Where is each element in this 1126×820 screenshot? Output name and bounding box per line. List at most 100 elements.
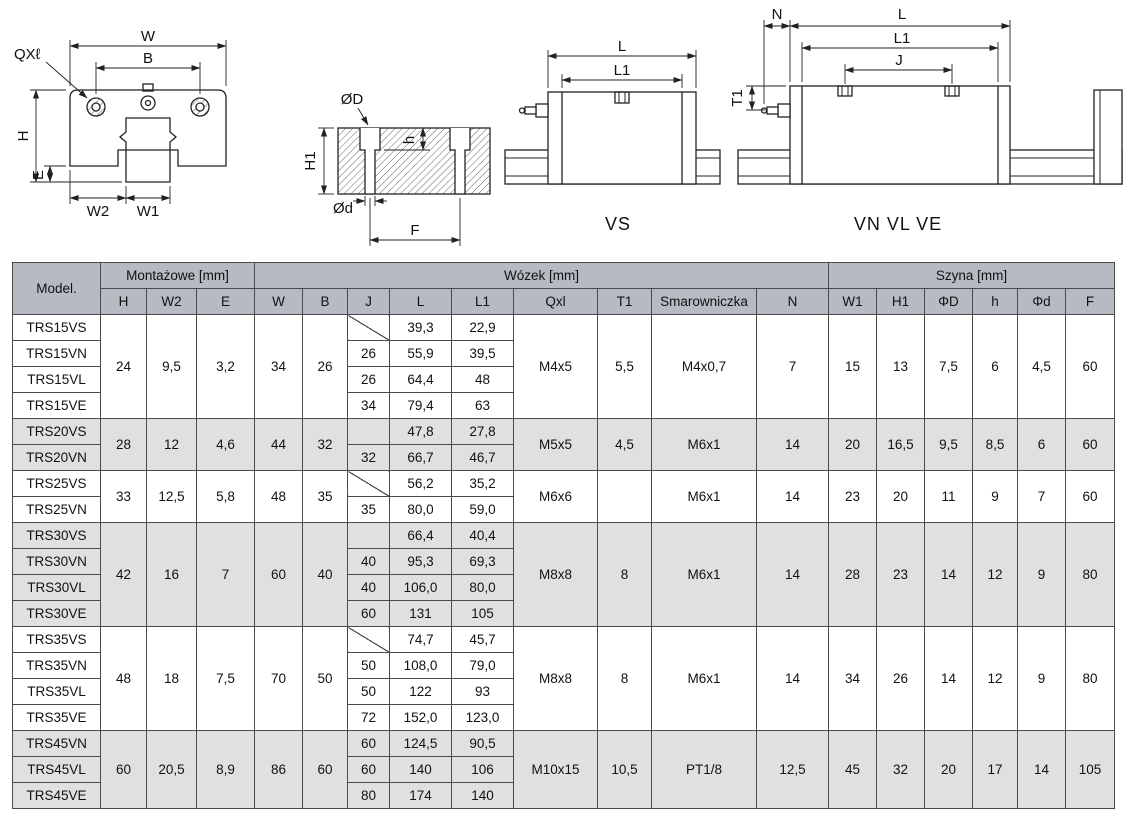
merged-spec-cell: 8,9 bbox=[195, 730, 256, 809]
rail-end-block bbox=[1093, 89, 1123, 185]
spec-cell: 108,0 bbox=[389, 652, 453, 679]
merged-spec-cell: 33 bbox=[100, 470, 147, 523]
dim-label-l1: L1 bbox=[894, 30, 911, 47]
merged-spec-cell: M6x1 bbox=[651, 626, 758, 731]
header-col-L: L bbox=[389, 288, 453, 315]
spec-cell: 46,7 bbox=[451, 444, 515, 471]
merged-spec-cell: 10,5 bbox=[597, 730, 653, 809]
model-cell: TRS35VN bbox=[12, 652, 101, 679]
merged-spec-cell: M6x1 bbox=[651, 418, 758, 471]
carriage-side bbox=[547, 91, 697, 185]
merged-spec-cell: 28 bbox=[828, 522, 878, 627]
merged-spec-cell: 14 bbox=[1017, 730, 1067, 809]
dim-label-h-small: h bbox=[401, 136, 418, 144]
merged-spec-cell: M6x1 bbox=[651, 470, 758, 523]
merged-spec-cell: 50 bbox=[302, 626, 349, 731]
spec-cell: 26 bbox=[347, 366, 391, 393]
grease-nipple-icon bbox=[140, 95, 156, 111]
spec-cell: 27,8 bbox=[451, 418, 515, 445]
merged-spec-cell: 14 bbox=[756, 626, 830, 731]
merged-spec-cell: 14 bbox=[924, 626, 974, 731]
merged-spec-cell: 26 bbox=[876, 626, 926, 731]
model-cell: TRS15VS bbox=[12, 314, 101, 341]
header-col-Qxl: Qxl bbox=[513, 288, 599, 315]
technical-drawings-area: W B QXℓ H E W2 W1 ØD bbox=[0, 0, 1126, 260]
dim-label-b: B bbox=[143, 50, 153, 67]
spec-cell: 60 bbox=[347, 600, 391, 627]
grease-nipple-icon bbox=[777, 103, 791, 118]
grease-nipple-icon bbox=[760, 107, 768, 114]
merged-spec-cell: 12 bbox=[972, 522, 1019, 627]
spec-cell: 45,7 bbox=[451, 626, 515, 653]
carriage-front-outline bbox=[69, 89, 227, 167]
spec-cell: 35 bbox=[347, 496, 391, 523]
merged-spec-cell: 15 bbox=[828, 314, 878, 419]
header-group-2: Szyna [mm] bbox=[828, 262, 1116, 289]
merged-spec-cell: 4,5 bbox=[597, 418, 653, 471]
vn-view-drawing: N L L1 J T1 VN VL VE bbox=[729, 6, 1123, 234]
spec-cell: 90,5 bbox=[451, 730, 515, 757]
merged-spec-cell: 7,5 bbox=[195, 626, 256, 731]
no-value-cell bbox=[347, 470, 391, 497]
mounting-hole-icon bbox=[359, 128, 381, 195]
spec-cell: 80 bbox=[347, 782, 391, 809]
dim-label-l: L bbox=[618, 38, 626, 55]
merged-spec-cell: 12 bbox=[972, 626, 1019, 731]
header-col-Smarowniczka: Smarowniczka bbox=[651, 288, 758, 315]
grease-nipple-icon bbox=[142, 83, 154, 92]
merged-spec-cell: 7,5 bbox=[924, 314, 974, 419]
model-cell: TRS45VE bbox=[12, 782, 101, 809]
spec-cell: 56,2 bbox=[389, 470, 453, 497]
spec-cell: 59,0 bbox=[451, 496, 515, 523]
spec-cell: 55,9 bbox=[389, 340, 453, 367]
merged-spec-cell: 5,8 bbox=[195, 470, 256, 523]
header-model: Model. bbox=[12, 262, 101, 315]
merged-spec-cell: 8 bbox=[597, 626, 653, 731]
model-cell: TRS20VS bbox=[12, 418, 101, 445]
spec-cell: 47,8 bbox=[389, 418, 453, 445]
merged-spec-cell: 60 bbox=[254, 522, 304, 627]
spec-cell: 26 bbox=[347, 340, 391, 367]
merged-spec-cell: 8 bbox=[597, 522, 653, 627]
spec-cell: 105 bbox=[451, 600, 515, 627]
spec-cell: 140 bbox=[389, 756, 453, 783]
merged-spec-cell: 24 bbox=[100, 314, 147, 419]
header-col-T1: T1 bbox=[597, 288, 653, 315]
merged-spec-cell: 60 bbox=[302, 730, 349, 809]
merged-spec-cell: 12 bbox=[146, 418, 197, 471]
merged-spec-cell: M6x6 bbox=[513, 470, 599, 523]
grease-nipple-icon bbox=[535, 103, 549, 118]
spec-cell: 80,0 bbox=[389, 496, 453, 523]
header-col-H1: H1 bbox=[876, 288, 926, 315]
merged-spec-cell bbox=[597, 470, 653, 523]
merged-spec-cell: M8x8 bbox=[513, 522, 599, 627]
merged-spec-cell: 14 bbox=[756, 522, 830, 627]
model-cell: TRS45VL bbox=[12, 756, 101, 783]
merged-spec-cell: 60 bbox=[1065, 314, 1116, 419]
vn-caption: VN VL VE bbox=[854, 214, 942, 234]
spec-cell: 79,0 bbox=[451, 652, 515, 679]
spec-cell: 48 bbox=[451, 366, 515, 393]
vs-view-drawing: L L1 VS bbox=[504, 38, 721, 234]
spec-cell: 80,0 bbox=[451, 574, 515, 601]
merged-spec-cell: 34 bbox=[254, 314, 304, 419]
spec-cell: 72 bbox=[347, 704, 391, 731]
spec-cell: 35,2 bbox=[451, 470, 515, 497]
merged-spec-cell: 42 bbox=[100, 522, 147, 627]
spec-cell: 93 bbox=[451, 678, 515, 705]
grease-nipple-icon bbox=[524, 106, 537, 115]
merged-spec-cell: 60 bbox=[1065, 470, 1116, 523]
merged-spec-cell: 11 bbox=[924, 470, 974, 523]
merged-spec-cell: 48 bbox=[100, 626, 147, 731]
merged-spec-cell: M4x0,7 bbox=[651, 314, 758, 419]
dim-label-w2: W2 bbox=[87, 203, 110, 220]
model-cell: TRS25VN bbox=[12, 496, 101, 523]
header-col-J: J bbox=[347, 288, 391, 315]
header-group-row: Model.Montażowe [mm]Wózek [mm]Szyna [mm] bbox=[12, 262, 1116, 315]
grease-nipple-icon bbox=[144, 99, 152, 107]
model-cell: TRS30VE bbox=[12, 600, 101, 627]
merged-spec-cell: 7 bbox=[1017, 470, 1067, 523]
